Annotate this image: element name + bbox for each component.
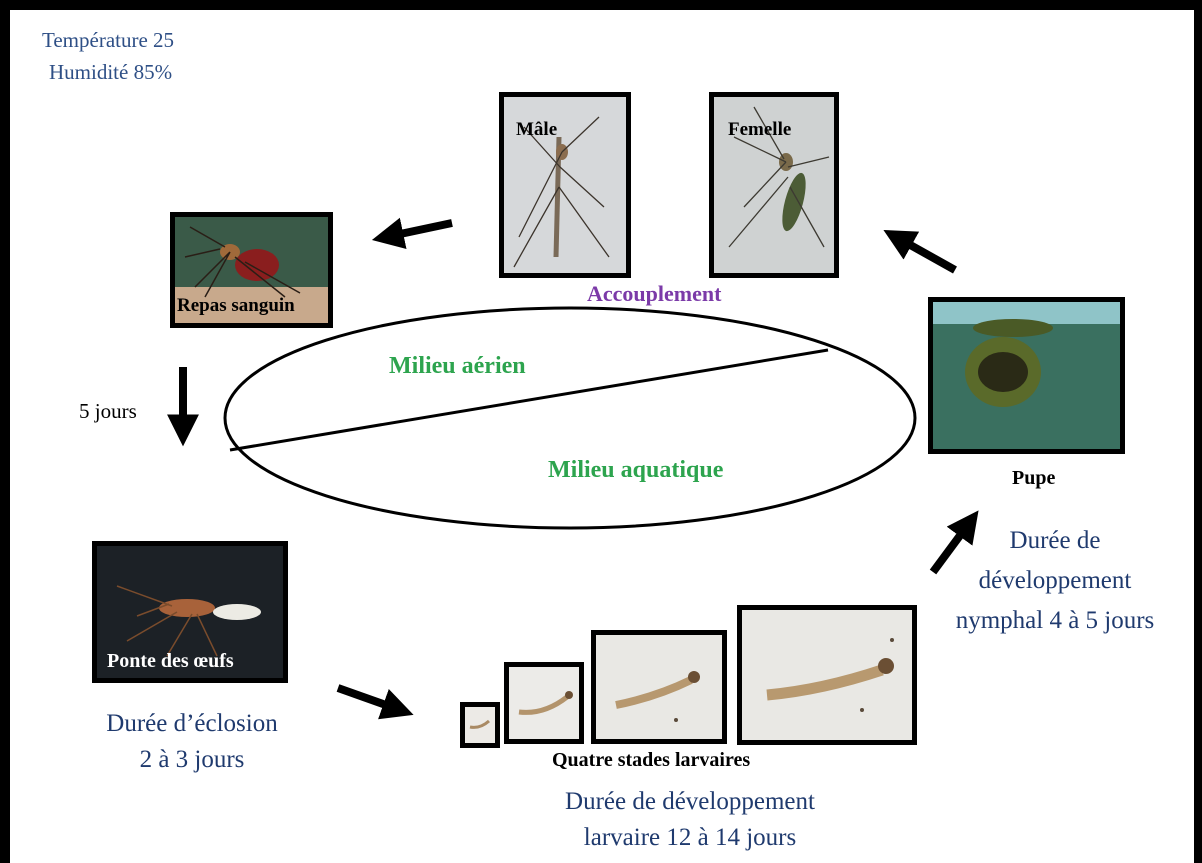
environment-divider — [230, 350, 828, 450]
egg-laying-label: Ponte des œufs — [107, 650, 234, 673]
larva-stage-1-photo — [460, 702, 500, 748]
nymphal-duration-line2: développement — [940, 563, 1170, 599]
larvae-label: Quatre stades larvaires — [552, 749, 750, 772]
larva-stage-4-photo — [737, 605, 917, 745]
blood-meal-label: Repas sanguin — [177, 295, 295, 317]
egg-laying-photo: Ponte des œufs — [92, 541, 288, 683]
hatching-duration-line2: 2 à 3 jours — [84, 742, 300, 778]
larva-stage-2-photo — [504, 662, 584, 744]
larval-duration-line1: Durée de développement — [525, 784, 855, 820]
arrow-eggs-to-larvae — [338, 688, 400, 710]
male-label: Mâle — [516, 119, 557, 141]
arrow-pupa-to-adults — [896, 237, 955, 270]
female-label: Femelle — [728, 119, 791, 141]
environment-ellipse — [225, 308, 915, 528]
blood-to-laying-duration: 5 jours — [79, 399, 137, 424]
aerial-environment-label: Milieu aérien — [389, 353, 526, 380]
female-photo: Femelle — [709, 92, 839, 278]
nymphal-duration-line1: Durée de — [940, 523, 1170, 559]
male-photo: Mâle — [499, 92, 631, 278]
pupa-photo — [928, 297, 1125, 454]
mating-label: Accouplement — [587, 281, 721, 307]
larva-stage-3-photo — [591, 630, 727, 744]
nymphal-duration-line3: nymphal 4 à 5 jours — [940, 603, 1170, 639]
larval-duration-line2: larvaire 12 à 14 jours — [525, 820, 855, 856]
aquatic-environment-label: Milieu aquatique — [548, 457, 723, 484]
pupa-label: Pupe — [1012, 467, 1055, 490]
arrow-mating-to-blood — [386, 223, 452, 237]
hatching-duration-line1: Durée d’éclosion — [84, 706, 300, 742]
blood-meal-photo: Repas sanguin — [170, 212, 333, 328]
